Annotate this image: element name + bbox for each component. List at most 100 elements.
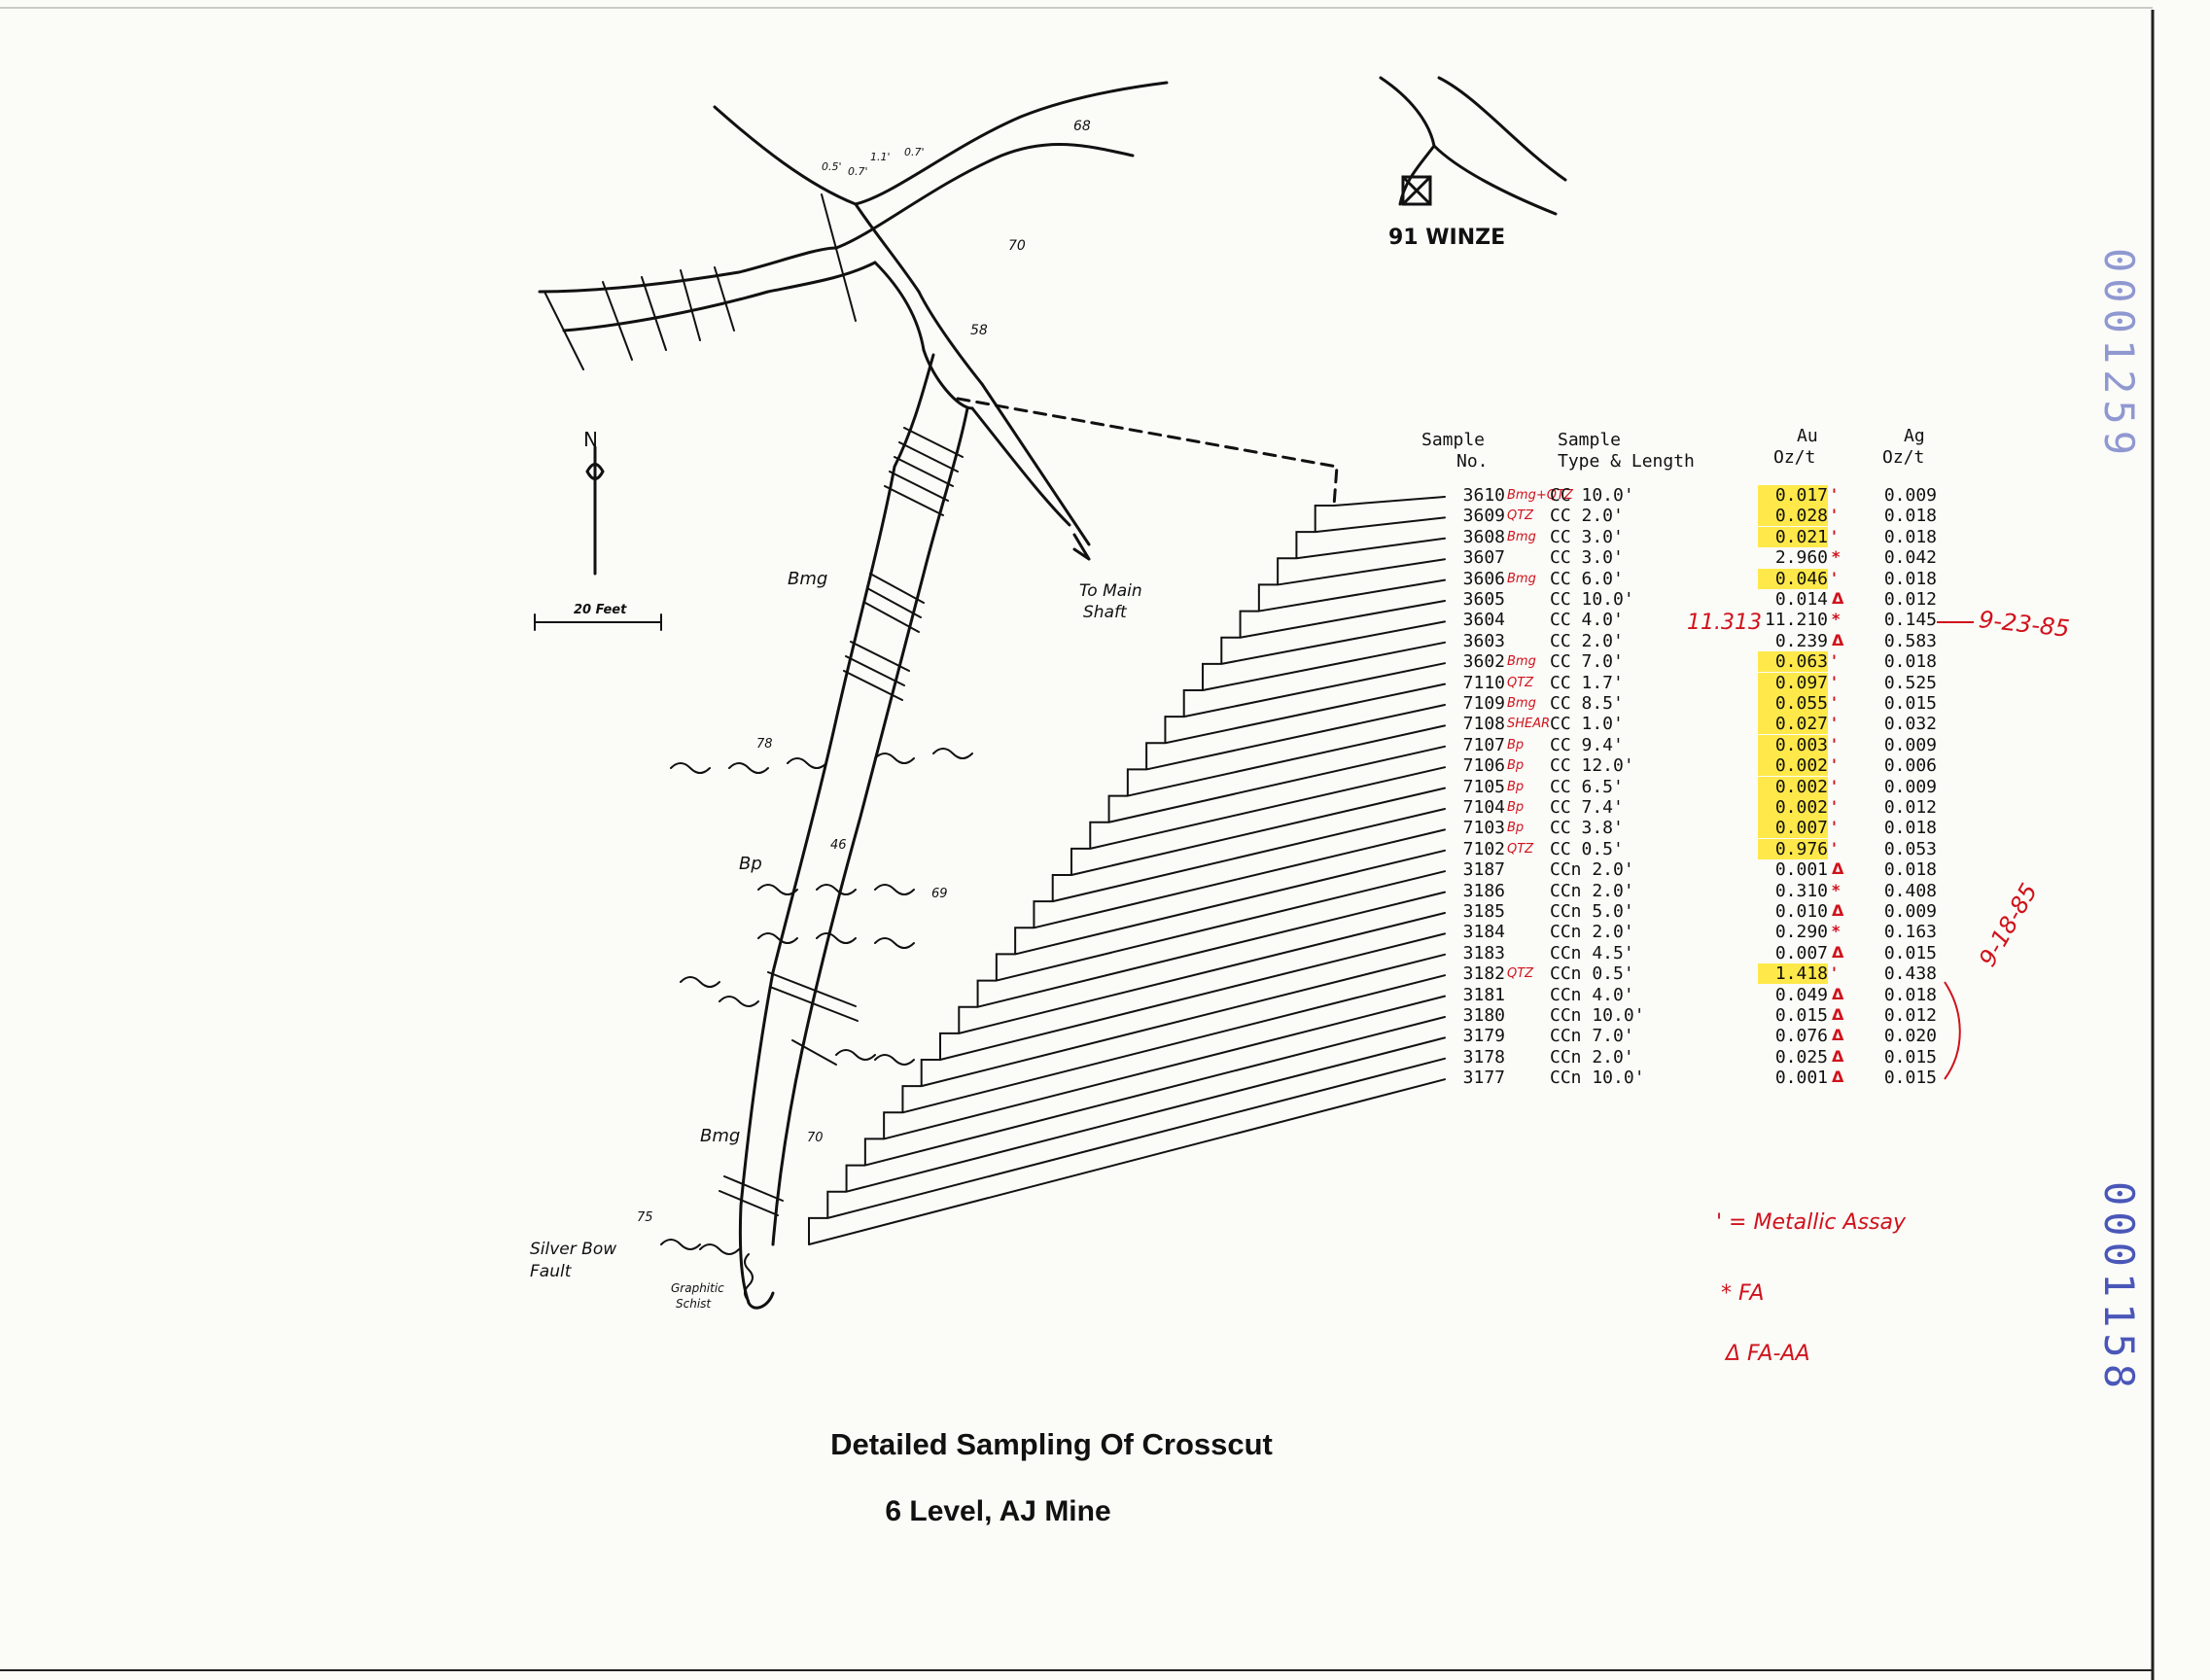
sample-number: 3183 xyxy=(1462,942,1505,963)
north-label: N xyxy=(583,428,598,451)
au-value: 0.076 xyxy=(1774,1026,1828,1047)
sample-number: 3186 xyxy=(1462,880,1505,901)
au-value: 0.002 xyxy=(1758,755,1828,777)
sample-number: 7107 xyxy=(1462,734,1505,755)
sample-number: 3604 xyxy=(1462,610,1505,631)
dip-58: 58 xyxy=(970,323,988,338)
sample-number: 3610 xyxy=(1462,485,1505,506)
rock-type-note: QTZ xyxy=(1507,841,1534,857)
assay-method-mark: ' xyxy=(1832,734,1837,753)
rock-type-note: Bp xyxy=(1507,821,1525,836)
winze-label: 91 WINZE xyxy=(1388,226,1506,250)
header-type-2: Type & Length xyxy=(1558,451,1695,472)
dip-70-lower: 70 xyxy=(807,1131,824,1145)
sample-type-length: CC 0.5' xyxy=(1550,838,1624,859)
au-value: 0.025 xyxy=(1774,1046,1828,1068)
sample-number: 3605 xyxy=(1462,589,1505,610)
au-value: 0.014 xyxy=(1774,589,1828,610)
au-value: 0.046 xyxy=(1758,568,1828,589)
dip-68: 68 xyxy=(1073,119,1091,134)
north-arrow xyxy=(585,445,605,576)
leader-lines xyxy=(808,496,1446,1245)
rock-type-note: QTZ xyxy=(1507,966,1534,982)
sample-number: 3606 xyxy=(1462,568,1505,589)
rock-type-note: Bp xyxy=(1507,800,1525,815)
sample-type-length: CC 3.0' xyxy=(1550,526,1624,547)
assay-method-mark: ' xyxy=(1832,963,1837,983)
ag-value: 0.018 xyxy=(1883,651,1937,673)
bmg-lower-label: Bmg xyxy=(700,1126,741,1146)
date-annotation-1-line xyxy=(1937,621,1974,623)
ag-value: 0.015 xyxy=(1883,1046,1937,1068)
sample-type-length: CCn 0.5' xyxy=(1550,963,1634,985)
au-value: 0.010 xyxy=(1774,901,1828,922)
ag-value: 0.018 xyxy=(1883,526,1937,547)
header-ag-1: Ag xyxy=(1904,426,1925,446)
dip-69: 69 xyxy=(931,887,948,901)
sample-number: 3179 xyxy=(1462,1026,1505,1047)
sample-type-length: CC 7.4' xyxy=(1550,797,1624,818)
sample-ticks xyxy=(544,193,964,1216)
sample-number: 7102 xyxy=(1462,838,1505,859)
assay-method-mark: Δ xyxy=(1832,1005,1844,1024)
sample-type-length: CCn 2.0' xyxy=(1550,1046,1634,1068)
figure-subtitle: 6 Level, AJ Mine xyxy=(885,1495,1111,1527)
header-sample-1: Sample xyxy=(1421,430,1486,450)
rock-type-note: Bmg+QTZ xyxy=(1507,488,1573,503)
au-value: 0.055 xyxy=(1758,693,1828,714)
width-label-11: 1.1' xyxy=(870,151,891,163)
ag-value: 0.018 xyxy=(1883,818,1937,839)
assay-method-mark: Δ xyxy=(1832,942,1844,962)
upper-drifts xyxy=(538,81,1169,561)
ag-value: 0.018 xyxy=(1883,859,1937,881)
sample-type-length: CCn 4.0' xyxy=(1550,984,1634,1005)
ag-value: 0.015 xyxy=(1883,693,1937,714)
ag-value: 0.006 xyxy=(1883,755,1937,777)
sample-type-length: CC 10.0' xyxy=(1550,589,1634,610)
ag-value: 0.009 xyxy=(1883,901,1937,922)
sample-number: 3609 xyxy=(1462,506,1505,527)
rock-type-note: Bmg xyxy=(1507,696,1536,711)
assay-method-mark: ' xyxy=(1832,506,1837,525)
ag-value: 0.009 xyxy=(1883,776,1937,797)
main-crosscut xyxy=(738,353,969,1310)
schist-label-2: Schist xyxy=(676,1297,712,1311)
assay-method-mark: Δ xyxy=(1832,859,1844,879)
assay-method-mark: Δ xyxy=(1832,984,1844,1003)
assay-method-mark: Δ xyxy=(1832,1046,1844,1066)
assay-method-mark: * xyxy=(1832,880,1841,899)
stamp-bottom: 0001158 xyxy=(2095,1180,2144,1395)
sample-number: 7105 xyxy=(1462,776,1505,797)
scale-bar xyxy=(534,613,662,631)
sample-number: 3602 xyxy=(1462,651,1505,673)
width-label-07b: 0.7' xyxy=(904,146,925,158)
sample-type-length: CCn 10.0' xyxy=(1550,1005,1645,1026)
ag-value: 0.015 xyxy=(1883,942,1937,963)
rock-type-note: Bp xyxy=(1507,737,1525,752)
dip-46: 46 xyxy=(830,838,847,853)
au-value: 0.049 xyxy=(1774,984,1828,1005)
assay-method-mark: ' xyxy=(1832,693,1837,712)
sample-number: 3180 xyxy=(1462,1005,1505,1026)
assay-method-mark: ' xyxy=(1832,526,1837,545)
au-value: 0.001 xyxy=(1774,859,1828,881)
bp-contacts xyxy=(660,748,973,1302)
au-value: 0.290 xyxy=(1774,922,1828,943)
figure-title: Detailed Sampling Of Crosscut xyxy=(830,1427,1273,1461)
leader-line-set xyxy=(808,496,1446,1245)
sample-type-length: CCn 5.0' xyxy=(1550,901,1634,922)
sample-number: 7106 xyxy=(1462,755,1505,777)
assay-method-mark: * xyxy=(1832,922,1841,941)
sample-number: 3608 xyxy=(1462,526,1505,547)
sample-number: 3603 xyxy=(1462,630,1505,651)
assay-method-mark: * xyxy=(1832,547,1841,567)
sample-number: 3177 xyxy=(1462,1068,1505,1089)
assay-method-mark: ' xyxy=(1832,672,1837,691)
ag-value: 0.012 xyxy=(1883,1005,1937,1026)
note-11313: 11.313 xyxy=(1687,611,1762,635)
header-ag-2: Oz/t xyxy=(1882,447,1925,468)
au-value: 0.027 xyxy=(1758,714,1828,735)
assay-method-mark: Δ xyxy=(1832,901,1844,920)
ag-value: 0.053 xyxy=(1883,838,1937,859)
sample-number: 7103 xyxy=(1462,818,1505,839)
